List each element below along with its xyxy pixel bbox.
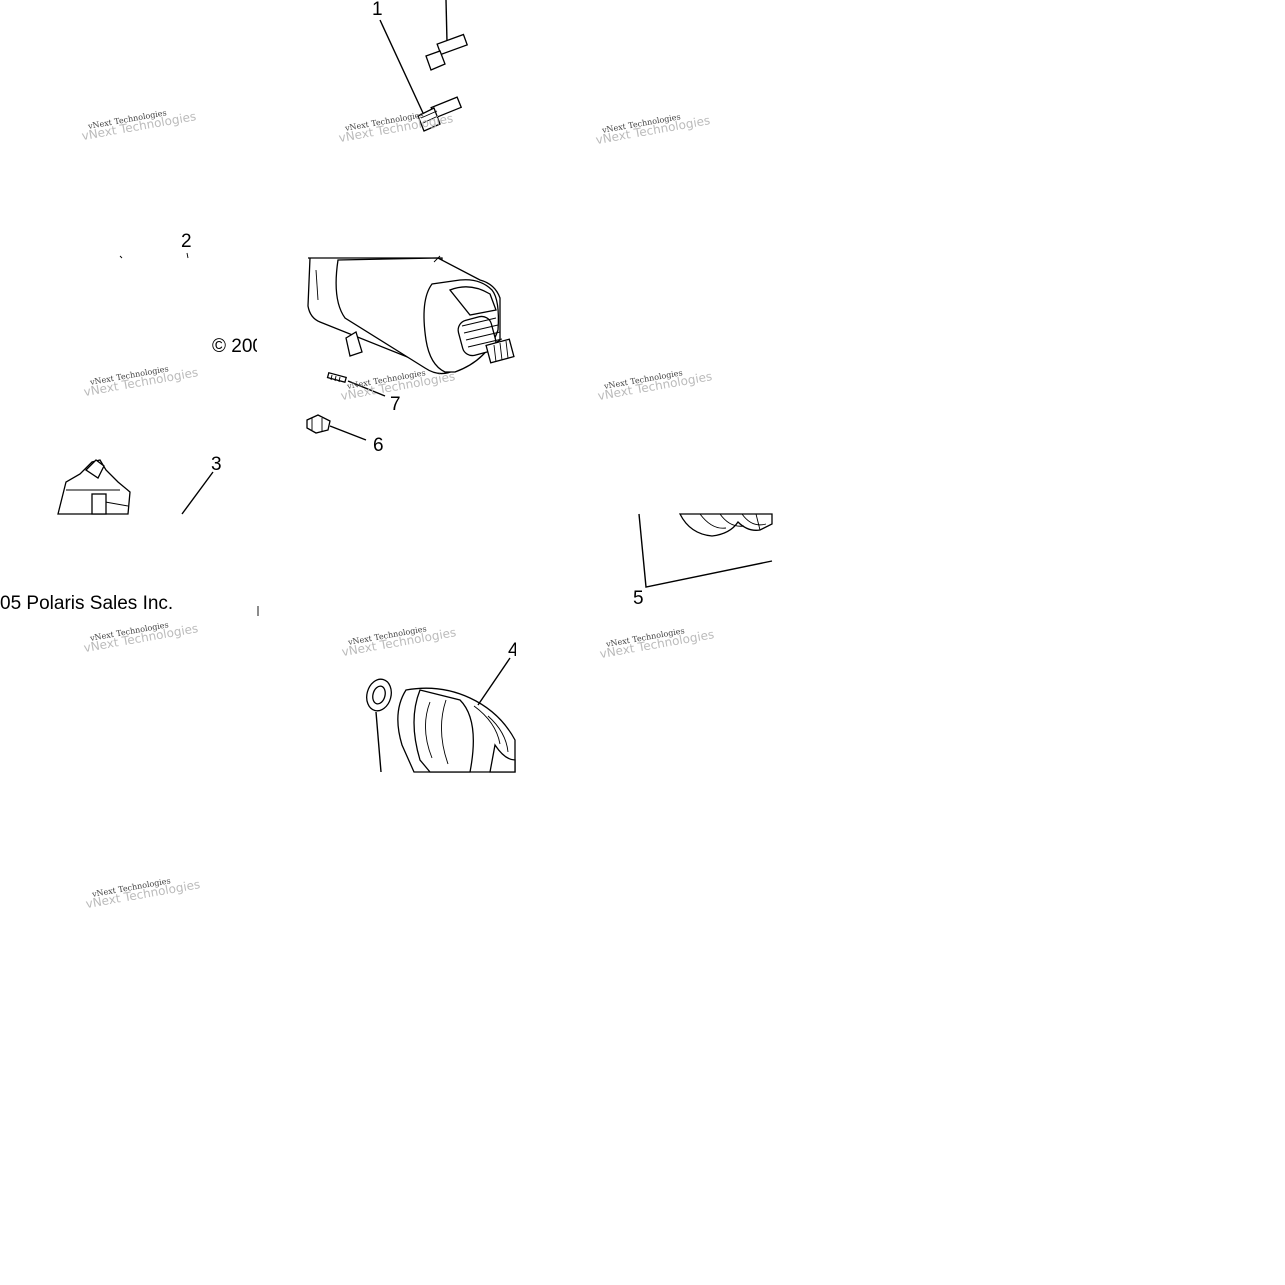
leader-7 bbox=[347, 380, 386, 397]
callout-4: 4 bbox=[508, 640, 519, 661]
leader-4 bbox=[477, 657, 511, 706]
callout-7: 7 bbox=[390, 394, 401, 415]
bendix-housing bbox=[57, 459, 131, 515]
small-screw-7 bbox=[326, 371, 348, 384]
callout-3: 3 bbox=[211, 454, 222, 475]
callout-6: 6 bbox=[373, 435, 384, 456]
starter-motor bbox=[307, 255, 515, 375]
leader-5 bbox=[638, 513, 773, 588]
watermark-r3c3: vNext Technologies vNext Technologies bbox=[599, 626, 716, 661]
leader-3 bbox=[181, 471, 214, 515]
watermark-r2c1: vNext Technologies vNext Technologies bbox=[83, 364, 200, 399]
leader-6 bbox=[329, 425, 367, 441]
leader-1 bbox=[379, 19, 424, 114]
watermark-r1c3: vNext Technologies vNext Technologies bbox=[595, 112, 712, 147]
callout-2: 2 bbox=[181, 231, 192, 252]
watermark-r3c1: vNext Technologies vNext Technologies bbox=[83, 620, 200, 655]
nut-6 bbox=[306, 414, 331, 434]
bolt-top bbox=[425, 0, 469, 71]
copyright-fragment-bottom: 05 Polaris Sales Inc. bbox=[0, 593, 173, 614]
callout-1: 1 bbox=[372, 0, 383, 20]
bolt-lower bbox=[417, 96, 463, 132]
watermark-r1c1: vNext Technologies vNext Technologies bbox=[81, 108, 198, 143]
drive-gear-5 bbox=[678, 513, 773, 537]
callout-5: 5 bbox=[633, 588, 644, 609]
watermark-r3c2: vNext Technologies vNext Technologies bbox=[341, 624, 458, 659]
watermark-r2c3: vNext Technologies vNext Technologies bbox=[597, 368, 714, 403]
watermark-r4c1: vNext Technologies vNext Technologies bbox=[85, 876, 202, 911]
leader-2 bbox=[186, 252, 189, 259]
copyright-fragment-top: © 200 bbox=[212, 336, 263, 357]
leader-washer bbox=[375, 711, 382, 773]
washer bbox=[366, 678, 392, 712]
bendix-drive-4 bbox=[397, 687, 516, 773]
